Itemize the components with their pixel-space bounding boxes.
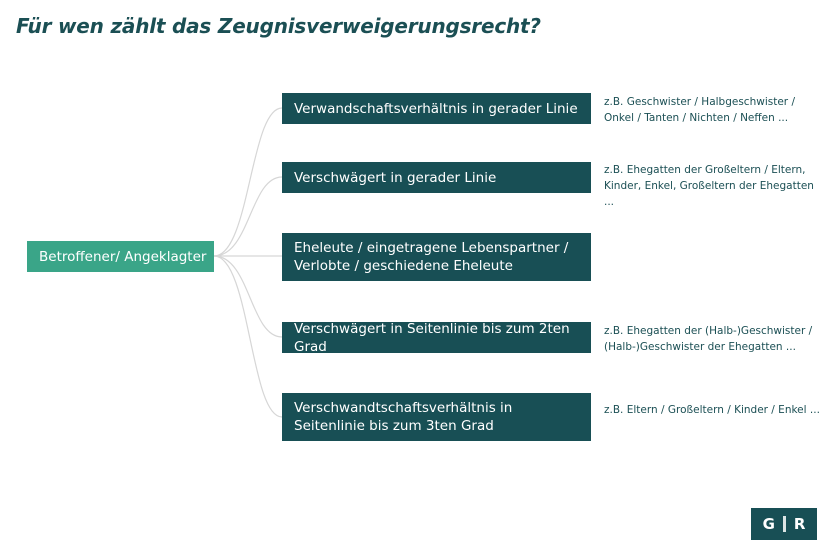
branch-note: z.B. Geschwister / Halbgeschwister / Onk… [604, 96, 795, 124]
branch-label: Verschwägert in gerader Linie [294, 169, 497, 186]
connector-2 [213, 176, 283, 257]
branch-node: Verschwägert in gerader Linie [282, 162, 591, 193]
branch-label: Eheleute / eingetragene Lebenspartner / … [294, 240, 569, 274]
logo-letter-g: G [762, 515, 775, 533]
branch-node: Eheleute / eingetragene Lebenspartner / … [282, 233, 591, 281]
gr-logo: G R [751, 508, 817, 540]
connector-5 [213, 255, 283, 418]
connector-4 [213, 255, 283, 338]
logo-letter-r: R [793, 515, 806, 533]
root-node-label: Betroffener/ Angeklagter [39, 248, 207, 265]
root-node: Betroffener/ Angeklagter [27, 241, 214, 272]
branch-node: Verwandschaftsverhältnis in gerader Lini… [282, 93, 591, 124]
diagram-title: Für wen zählt das Zeugnisverweigerungsre… [16, 14, 541, 38]
branch-note: z.B. Eltern / Großeltern / Kinder / Enke… [604, 404, 820, 416]
logo-divider [782, 516, 786, 532]
branch-note: z.B. Ehegatten der (Halb-)Geschwister / … [604, 325, 813, 353]
branch-node: Verschwandtschaftsverhältnis in Seitenli… [282, 393, 591, 441]
branch-label: Verschwandtschaftsverhältnis in Seitenli… [294, 400, 513, 434]
branch-note: z.B. Ehegatten der Großeltern / Eltern, … [604, 164, 814, 208]
branch-label: Verwandschaftsverhältnis in gerader Lini… [294, 100, 578, 117]
branch-label: Verschwägert in Seitenlinie bis zum 2ten… [294, 320, 570, 355]
connector-1 [213, 107, 283, 257]
branch-node: Verschwägert in Seitenlinie bis zum 2ten… [282, 320, 591, 355]
